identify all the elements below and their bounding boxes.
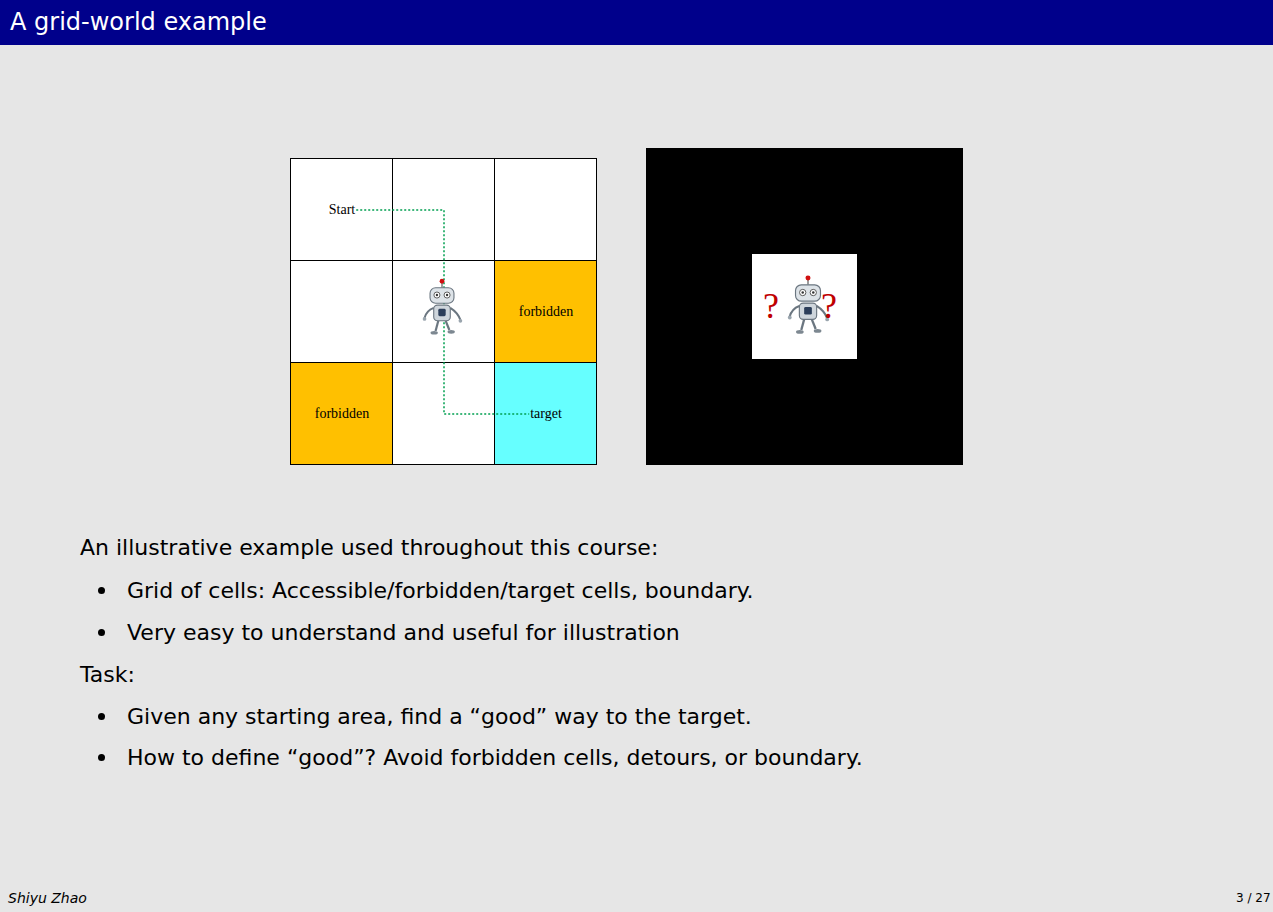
bullet-text: How to define “good”? Avoid forbidden ce… — [127, 743, 863, 772]
grid-cell: target — [495, 363, 597, 465]
grid-cell: forbidden — [291, 363, 393, 465]
bullet-dot — [98, 629, 105, 636]
grid-cell: forbidden — [495, 261, 597, 363]
cell-label: Start — [329, 202, 355, 218]
question-mark: ? — [821, 283, 837, 330]
body-text: Task: — [80, 660, 135, 689]
grid-cell: Start — [291, 159, 393, 261]
slide-title: A grid-world example — [10, 6, 267, 38]
bullet-text: Very easy to understand and useful for i… — [127, 618, 680, 647]
question-mark: ? — [763, 283, 779, 330]
body-text: An illustrative example used throughout … — [80, 533, 658, 562]
bullet-text: Given any starting area, find a “good” w… — [127, 702, 752, 731]
path-line — [356, 210, 529, 414]
bullet-text: Grid of cells: Accessible/forbidden/targ… — [127, 576, 754, 605]
footer-author: Shiyu Zhao — [8, 889, 87, 907]
cell-label: forbidden — [315, 406, 369, 422]
bullet-dot — [98, 587, 105, 594]
cell-label: forbidden — [519, 304, 573, 320]
cell-label: target — [530, 406, 562, 422]
bullet-dot — [98, 754, 105, 761]
page-number: 3 / 27 — [1236, 890, 1271, 906]
bullet-dot — [98, 713, 105, 720]
